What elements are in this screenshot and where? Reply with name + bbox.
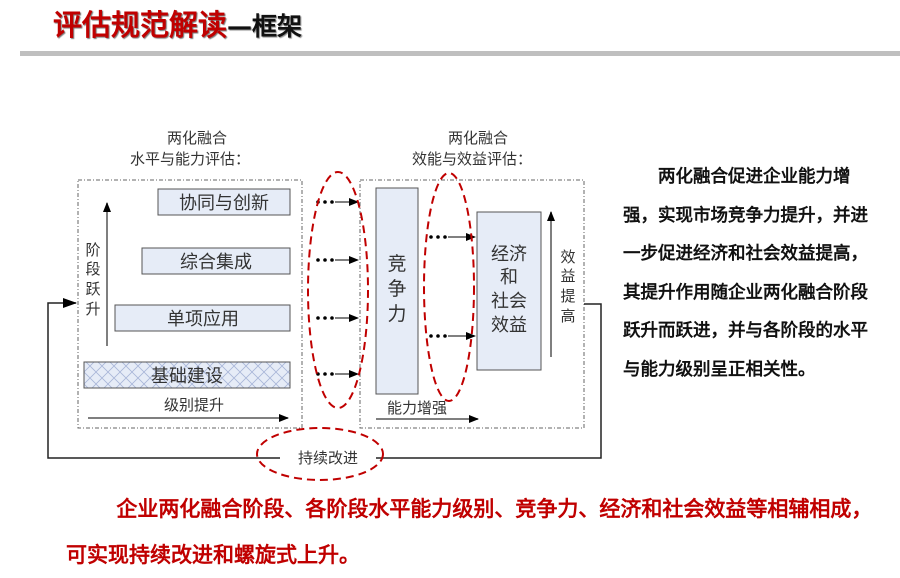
red-dashed-ellipse-left: [307, 171, 369, 409]
stage-axis-label-0: 阶: [85, 241, 100, 259]
right-heading-line2: 效能与效益评估：: [412, 150, 532, 168]
stage-axis-label-1: 段: [85, 260, 100, 278]
stage-axis-label-2: 跃: [85, 280, 100, 298]
stage-box-collab-innovation: 协同与创新: [157, 188, 291, 216]
svg-text:竞: 竞: [387, 253, 406, 275]
benefit-axis-label-2: 提: [560, 287, 575, 305]
svg-text:效益: 效益: [491, 315, 527, 336]
left-heading-line1: 两化融合: [167, 129, 227, 147]
benefit-axis-label-1: 益: [560, 267, 575, 285]
description-text: 两化融合促进企业能力增强，实现市场竞争力提升，并进一步促进经济和社会效益提高，其…: [623, 167, 868, 380]
svg-text:综合集成: 综合集成: [180, 252, 252, 273]
svg-text:社会: 社会: [491, 291, 527, 312]
benefit-axis-label-3: 高: [560, 307, 575, 325]
title-sub: —框架: [227, 12, 303, 41]
svg-text:经济: 经济: [491, 244, 527, 265]
competitiveness-box: 竞 争 力: [375, 187, 419, 395]
competitiveness-to-benefit-arrows: [429, 233, 476, 340]
stage-box-single-application: 单项应用: [114, 304, 291, 332]
title-main: 评估规范解读: [53, 8, 228, 42]
economic-social-benefit-box: 经济 和 社会 效益: [476, 211, 542, 371]
svg-text:争: 争: [387, 278, 406, 300]
svg-text:协同与创新: 协同与创新: [179, 193, 269, 214]
capability-axis-label: 能力增强: [387, 399, 447, 417]
stage-box-infrastructure: 基础建设: [83, 361, 291, 389]
feedback-dashed-ellipse: [256, 427, 384, 481]
svg-text:和: 和: [500, 267, 518, 288]
framework-diagram: 两化融合 水平与能力评估： 两化融合 效能与效益评估： 阶 段 跃 升 协同与创…: [47, 129, 602, 481]
left-panel-frame: [77, 179, 303, 429]
summary-paragraph: 企业两化融合阶段、各阶段水平能力级别、竞争力、经济和社会效益等相辅相成，可实现持…: [66, 486, 886, 578]
feedback-label: 持续改进: [298, 449, 358, 467]
red-dashed-ellipse-right: [423, 172, 475, 402]
right-heading-line1: 两化融合: [448, 129, 508, 147]
description-paragraph: 两化融合促进企业能力增强，实现市场竞争力提升，并进一步促进经济和社会效益提高，其…: [623, 158, 873, 389]
svg-text:基础建设: 基础建设: [151, 366, 223, 387]
title-divider: [20, 51, 900, 56]
level-axis-label: 级别提升: [164, 396, 224, 414]
stage-axis-label-3: 升: [85, 300, 100, 318]
svg-text:单项应用: 单项应用: [167, 309, 239, 330]
benefit-axis-label-0: 效: [560, 248, 575, 266]
summary-text: 企业两化融合阶段、各阶段水平能力级别、竞争力、经济和社会效益等相辅相成，可实现持…: [66, 497, 873, 567]
stage-to-competitiveness-arrows: [316, 198, 359, 378]
left-heading-line2: 水平与能力评估：: [130, 150, 250, 168]
stage-box-integration: 综合集成: [141, 247, 291, 275]
svg-text:力: 力: [387, 303, 406, 325]
page-title: 评估规范解读 —框架: [53, 2, 302, 42]
